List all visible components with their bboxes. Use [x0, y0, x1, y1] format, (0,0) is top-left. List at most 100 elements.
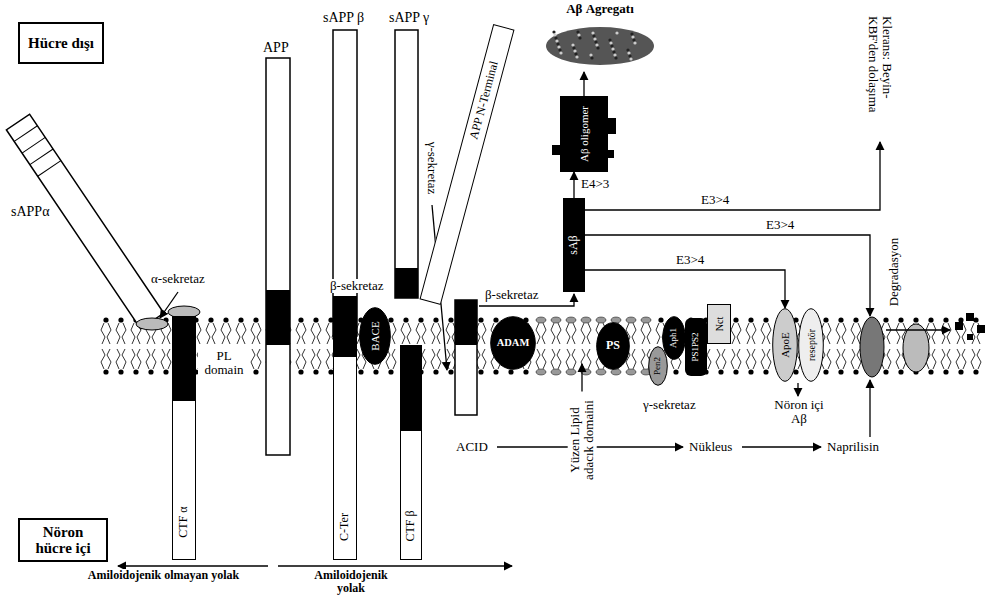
lipid-tail: [257, 349, 261, 369]
lipid-tail: [161, 349, 165, 369]
lipid-head: [626, 369, 636, 375]
ellipse-shape: [663, 317, 686, 360]
lipid-head: [748, 317, 753, 322]
enzyme-label: γ-sekretaz: [642, 398, 697, 412]
adam-enzyme: ADAM: [490, 316, 536, 370]
cloud-speck: [552, 30, 555, 33]
lipid-head: [313, 317, 318, 322]
lipid-tail: [887, 323, 891, 344]
lipid-head: [566, 317, 576, 323]
lipid-head: [611, 317, 621, 323]
rod-stripe: [14, 126, 37, 142]
lipid-tail: [971, 323, 975, 344]
region-box: Nöron hücre içi: [18, 518, 108, 562]
apoe-receptor: reseptör: [798, 308, 824, 382]
lipid-tail: [446, 323, 450, 344]
lipid-tail: [572, 349, 576, 369]
lipid-head: [853, 317, 858, 322]
lipid-head: [958, 317, 963, 322]
lipid-head: [596, 317, 606, 323]
lipid-tail: [536, 349, 540, 369]
lipid-head: [448, 317, 453, 322]
cloud-speck: [558, 48, 561, 51]
cloud-speck: [595, 43, 598, 46]
lipid-tail: [947, 323, 951, 344]
lipid-tail: [836, 349, 840, 369]
lipid-tail: [137, 349, 141, 369]
lipid-head: [763, 317, 768, 322]
lipid-tail: [542, 349, 546, 369]
lipid-tail: [977, 349, 981, 369]
lipid-head: [493, 317, 498, 322]
c-ter-rod: C-Ter: [333, 336, 357, 560]
ps1ps2-subunit: PS1PS2: [685, 318, 707, 376]
neprilysin-enzyme: [860, 317, 884, 377]
lipid-tail: [746, 323, 750, 344]
product-label: Nöron içi Aβ: [768, 398, 830, 427]
acid-rod: [455, 300, 477, 415]
cloud-speck: [592, 34, 595, 37]
lipid-tail: [932, 349, 936, 369]
lipid-tail: [167, 349, 171, 369]
ctf-beta-rod: CTF β: [400, 345, 422, 560]
ellipse-shape: [799, 309, 824, 382]
lipid-tail: [737, 323, 741, 344]
lipid-tail: [422, 349, 426, 369]
edge-label: E3>4: [675, 253, 705, 267]
flow-arrow: [742, 446, 821, 447]
lipid-head: [298, 369, 303, 374]
lipid-tail: [311, 349, 315, 369]
flow-arrow: [585, 142, 880, 210]
lipid-head: [898, 369, 903, 374]
lipid-head: [733, 369, 738, 374]
node-text: Aph1: [669, 328, 679, 348]
cloud-speck: [575, 55, 578, 58]
lipid-tail: [707, 349, 711, 369]
lipid-head: [823, 317, 828, 322]
rod-stripe: [38, 161, 61, 177]
lipid-head: [223, 317, 228, 322]
enzyme-label: β-sekretaz: [484, 288, 540, 302]
connector: [583, 72, 584, 96]
neprilysin-enzyme: [903, 324, 929, 372]
lipid-tail: [116, 349, 120, 369]
lipid-head: [313, 369, 318, 374]
lipid-tail: [536, 323, 540, 344]
enzyme-label: Naprilisin: [826, 440, 880, 454]
lipid-tail: [101, 323, 105, 344]
lipid-tail: [122, 349, 126, 369]
cloud-speck: [557, 45, 560, 48]
lipid-head: [551, 317, 561, 323]
bace-enzyme: BACE: [359, 307, 391, 365]
lipid-head: [448, 369, 453, 374]
lipid-tail: [197, 323, 201, 344]
lipid-head: [536, 369, 546, 375]
lipid-tail: [971, 349, 975, 369]
rod-stripe: [22, 137, 45, 153]
ellipse-shape: [360, 308, 391, 365]
part-label: sAPP β: [322, 10, 365, 25]
lipid-tail: [572, 323, 576, 344]
lipid-head: [883, 317, 888, 322]
fragment: [977, 325, 985, 333]
lipid-tail: [251, 349, 255, 369]
lipid-tail: [656, 323, 660, 344]
cloud-speck: [590, 56, 593, 59]
lipid-head: [611, 369, 621, 375]
lipid-tail: [107, 323, 111, 344]
lipid-head: [641, 317, 651, 323]
cloud-speck: [574, 52, 577, 55]
lipid-tail: [896, 323, 900, 344]
apoe-receptor: ApoE: [772, 308, 798, 382]
lipid-tail: [401, 323, 405, 344]
domain-label: Yüzen Lipid adacık domaini: [568, 392, 597, 489]
part-label: APP: [262, 40, 290, 55]
allele-label: E3>4: [700, 193, 730, 207]
soluble-abeta: sAβ: [563, 198, 585, 292]
app-rod: [266, 58, 290, 455]
node-text: Hücre dışı: [28, 35, 94, 52]
lipid-head: [508, 369, 513, 374]
cloud-speck: [629, 57, 632, 60]
lipid-head: [253, 369, 258, 374]
sappg-rod: [395, 30, 418, 298]
